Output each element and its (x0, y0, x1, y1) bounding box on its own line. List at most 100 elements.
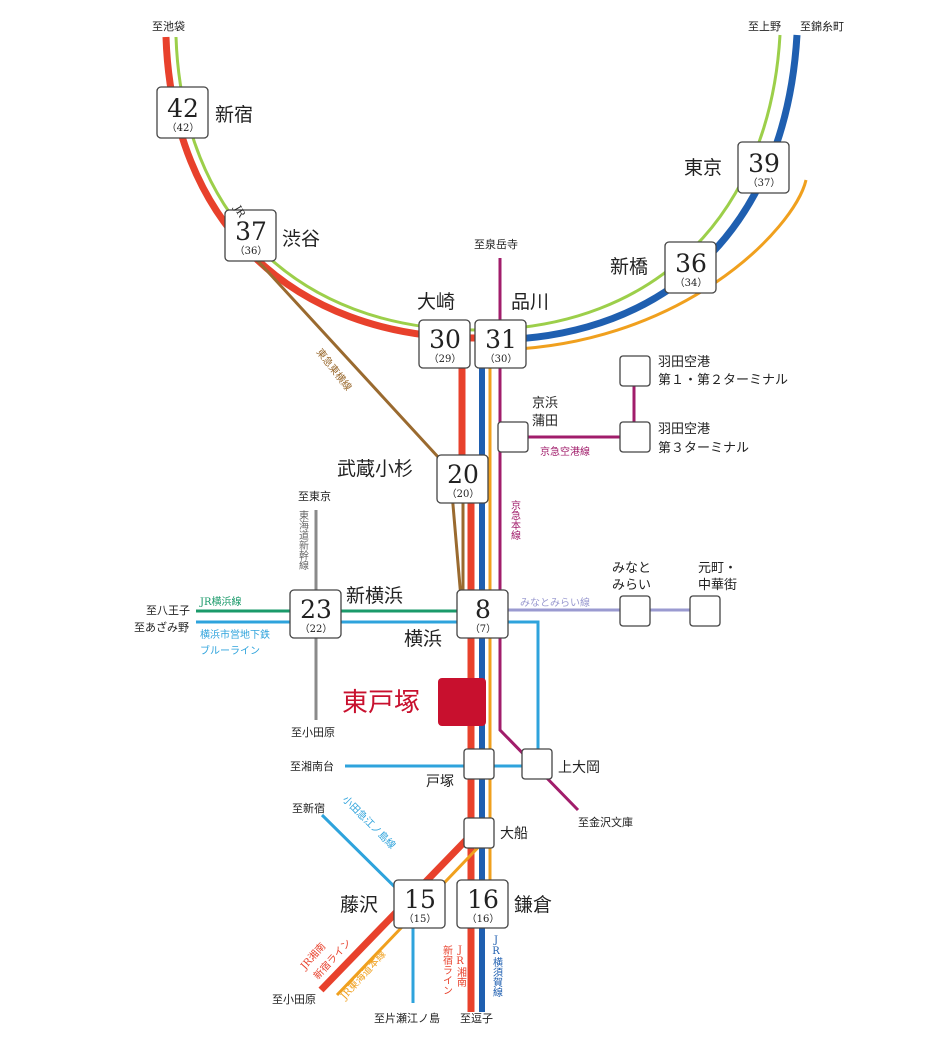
station-name: 大崎 (417, 291, 455, 313)
dir-zushi: 至逗子 (460, 1012, 493, 1025)
line-yamanote-green (174, 36, 477, 332)
svg-text:（36）: （36） (235, 245, 268, 257)
station-haneda-t12[interactable]: 羽田空港 第１・第２ターミナル (619, 355, 788, 388)
label-tokaido-shinkansen: 東海道新幹線 (297, 509, 309, 570)
svg-text:36: 36 (675, 249, 707, 278)
direction-labels: 至池袋 至上野 至錦糸町 至泉岳寺 至東京 至八王子 至あざみ野 至小田原 至湘… (134, 19, 844, 1025)
station-minatomirai[interactable]: みなと みらい (612, 561, 651, 627)
svg-text:30: 30 (429, 325, 461, 354)
dir-shinjuku-odakyu: 至新宿 (292, 801, 325, 815)
dir-katase-enoshima: 至片瀬江ノ島 (374, 1011, 440, 1025)
station-name-2: 蒲田 (532, 414, 558, 429)
station-name: 渋谷 (282, 228, 320, 250)
station-name-1: 京浜 (532, 396, 558, 411)
label-tokaido-main: JR東海道本線 (337, 948, 389, 1003)
station-shibuya[interactable]: 37 （36） 渋谷 (224, 209, 320, 262)
svg-text:（29）: （29） (429, 353, 462, 365)
dir-ueno: 至上野 (748, 20, 781, 33)
svg-text:（20）: （20） (447, 488, 480, 500)
station-name: 上大岡 (558, 760, 600, 776)
station-name: 鎌倉 (514, 894, 552, 916)
line-yamanote-green-east (475, 34, 782, 332)
station-totsuka[interactable]: 戸塚 (426, 748, 495, 790)
label-shonan-shinjuku-s-1: 新宿ライン (441, 944, 453, 995)
station-name: 品川 (511, 291, 549, 313)
station-name: 東戸塚 (342, 688, 420, 718)
svg-text:42: 42 (167, 94, 199, 123)
station-name: 武蔵小杉 (337, 458, 413, 480)
label-yokosuka: JR横須賀線 (491, 935, 503, 997)
station-name-2: 第３ターミナル (658, 441, 749, 456)
station-motomachi[interactable]: 元町・ 中華街 (689, 561, 737, 627)
svg-text:15: 15 (404, 885, 436, 914)
station-name: 新橋 (610, 256, 648, 278)
rail-lines (162, 34, 808, 1012)
station-haneda-t3[interactable]: 羽田空港 第３ターミナル (619, 421, 749, 456)
station-name-2: 第１・第２ターミナル (658, 373, 788, 388)
svg-text:8: 8 (475, 595, 491, 624)
svg-text:（42）: （42） (167, 122, 200, 134)
station-name: 藤沢 (340, 894, 378, 916)
label-keikyu-main: 京急本線 (509, 499, 521, 540)
station-name-1: みなと (612, 561, 651, 576)
svg-text:20: 20 (447, 460, 479, 489)
station-higashitotsuka[interactable]: 東戸塚 (342, 678, 486, 726)
station-fujisawa[interactable]: 15 （15） 藤沢 (340, 879, 446, 929)
station-keikyu-kamata[interactable]: 京浜 蒲田 (497, 396, 558, 453)
label-keikyu-airport: 京急空港線 (540, 445, 590, 458)
svg-text:37: 37 (235, 217, 267, 246)
svg-text:31: 31 (485, 325, 517, 354)
station-shinagawa[interactable]: 31 （30） 品川 (474, 291, 549, 369)
station-yokohama[interactable]: 8 （7） 横浜 (404, 589, 509, 650)
line-keikyu-main (498, 258, 580, 812)
dir-kinshicho: 至錦糸町 (800, 19, 844, 33)
svg-text:39: 39 (748, 149, 780, 178)
station-name: 横浜 (404, 628, 442, 650)
svg-text:（37）: （37） (748, 177, 781, 189)
dir-odawara-tokaido: 至小田原 (272, 993, 316, 1006)
dir-odawara-shinkansen: 至小田原 (291, 726, 335, 739)
station-shinjuku[interactable]: 42 （42） 新宿 (156, 86, 253, 139)
label-shonan-shinjuku-s-2: JR湘南 (455, 945, 467, 987)
station-shimbashi[interactable]: 36 （34） 新橋 (610, 241, 717, 294)
station-musashikosugi[interactable]: 20 （20） 武蔵小杉 (337, 454, 489, 504)
dir-kanazawa-bunko: 至金沢文庫 (578, 815, 633, 829)
svg-text:（22）: （22） (300, 623, 333, 635)
dir-tokyo-shinkansen: 至東京 (298, 489, 331, 503)
station-name: 新横浜 (346, 585, 403, 607)
station-tokyo[interactable]: 39 （37） 東京 (684, 141, 790, 194)
svg-text:23: 23 (300, 595, 332, 624)
station-ofuna[interactable]: 大船 (463, 817, 528, 849)
svg-text:（7）: （7） (470, 623, 496, 635)
station-name-2: みらい (612, 578, 651, 593)
label-blue-line-1: 横浜市営地下鉄 (200, 628, 270, 641)
station-name-1: 元町・ (698, 561, 737, 576)
station-name-1: 羽田空港 (658, 355, 710, 370)
stations: 42 （42） 新宿 37 （36） 渋谷 30 （29） 大崎 31 （30）… (156, 86, 790, 929)
station-name: 新宿 (215, 104, 253, 126)
station-name-1: 羽田空港 (658, 422, 710, 437)
station-shinyokohama[interactable]: 23 （22） 新横浜 (289, 585, 403, 639)
dir-shonandai: 至湘南台 (290, 759, 334, 773)
svg-text:（16）: （16） (467, 913, 500, 925)
station-kamiooka[interactable]: 上大岡 (521, 748, 600, 780)
label-jr-yokohama: JR横浜線 (199, 595, 242, 608)
svg-text:（15）: （15） (404, 913, 437, 925)
label-tokyu-toyoko: 東急東横線 (314, 346, 355, 393)
station-name-2: 中華街 (698, 578, 737, 593)
svg-text:16: 16 (467, 885, 499, 914)
station-osaki[interactable]: 30 （29） 大崎 (417, 291, 471, 369)
svg-text:（30）: （30） (485, 353, 518, 365)
label-minatomirai-line: みなとみらい線 (520, 596, 590, 609)
dir-ikebukuro: 至池袋 (152, 19, 185, 33)
station-name: 東京 (684, 157, 722, 179)
station-name: 大船 (500, 826, 528, 842)
dir-azamino: 至あざみ野 (134, 620, 189, 634)
dir-sengakuji: 至泉岳寺 (474, 237, 518, 251)
svg-text:（34）: （34） (675, 277, 708, 289)
station-name: 戸塚 (426, 774, 454, 790)
label-blue-line-2: ブルーライン (200, 644, 260, 657)
dir-hachioji: 至八王子 (146, 604, 190, 617)
station-kamakura[interactable]: 16 （16） 鎌倉 (456, 879, 552, 929)
